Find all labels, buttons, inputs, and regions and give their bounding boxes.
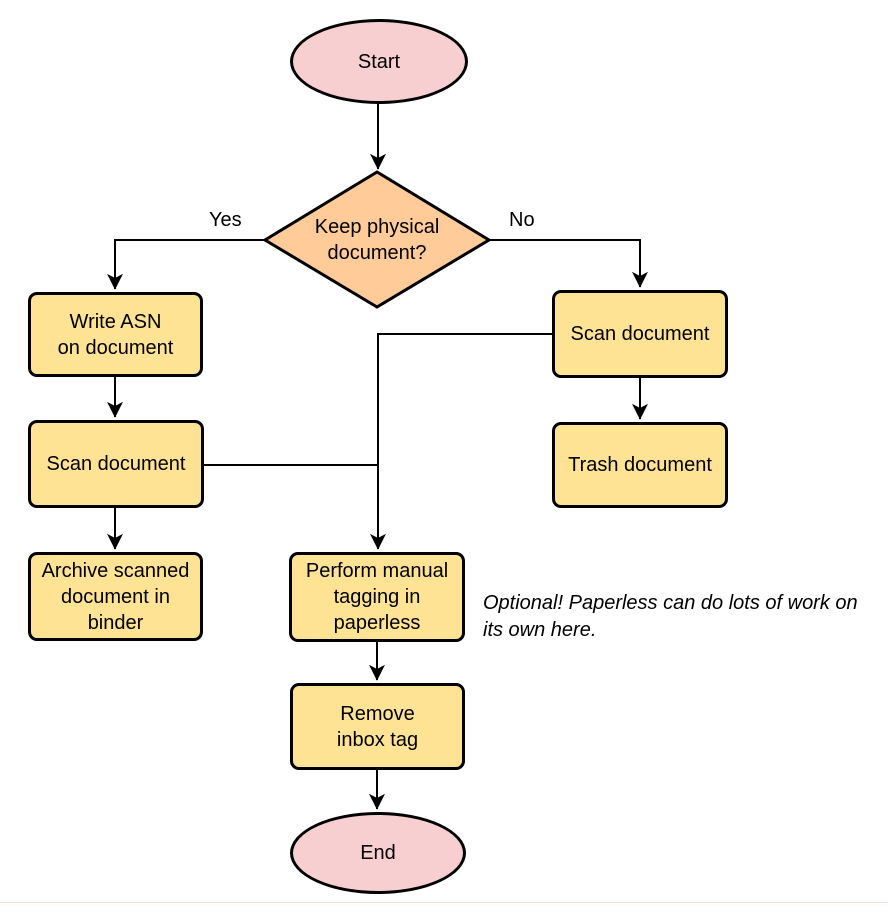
edge-label-yes: Yes	[209, 209, 242, 231]
node-write-asn-label: Write ASN on document	[57, 310, 174, 359]
node-end: End	[290, 812, 466, 894]
node-start-label: Start	[357, 50, 401, 73]
node-end-label: End	[360, 842, 396, 864]
node-trash-document: Trash document	[552, 422, 728, 508]
node-remove-inbox-tag-label: Remove inbox tag	[336, 702, 419, 751]
node-decision-diamond-shape	[262, 170, 492, 309]
node-scan-document-left-label: Scan document	[46, 453, 186, 475]
node-write-asn: Write ASN on document	[28, 292, 203, 377]
edge-label-no: No	[509, 209, 535, 231]
node-decision-label-overlay: Keep physical document?	[277, 197, 477, 283]
optional-note: Optional! Paperless can do lots of work …	[483, 592, 858, 641]
node-trash-document-label: Trash document	[568, 454, 712, 476]
node-archive-binder: Archive scanned document in binder	[28, 552, 203, 641]
node-decision-label: Keep physical document?	[314, 216, 440, 264]
node-perform-tagging-label: Perform manual tagging in paperless	[305, 560, 449, 634]
node-scan-document-right-label: Scan document	[570, 323, 710, 345]
page-bottom-edge	[0, 902, 888, 907]
edge-scan-right-to-perform-tagging	[370, 333, 552, 550]
node-remove-inbox-tag: Remove inbox tag	[290, 683, 465, 770]
node-start: Start	[290, 19, 468, 104]
edge-decision-yes-to-write-asn	[107, 239, 266, 290]
node-scan-document-left: Scan document	[28, 420, 204, 508]
node-archive-binder-label: Archive scanned document in binder	[41, 559, 190, 634]
node-scan-document-right: Scan document	[552, 290, 728, 378]
node-perform-tagging: Perform manual tagging in paperless	[289, 552, 465, 642]
edge-decision-no-to-scan-right	[488, 239, 648, 288]
